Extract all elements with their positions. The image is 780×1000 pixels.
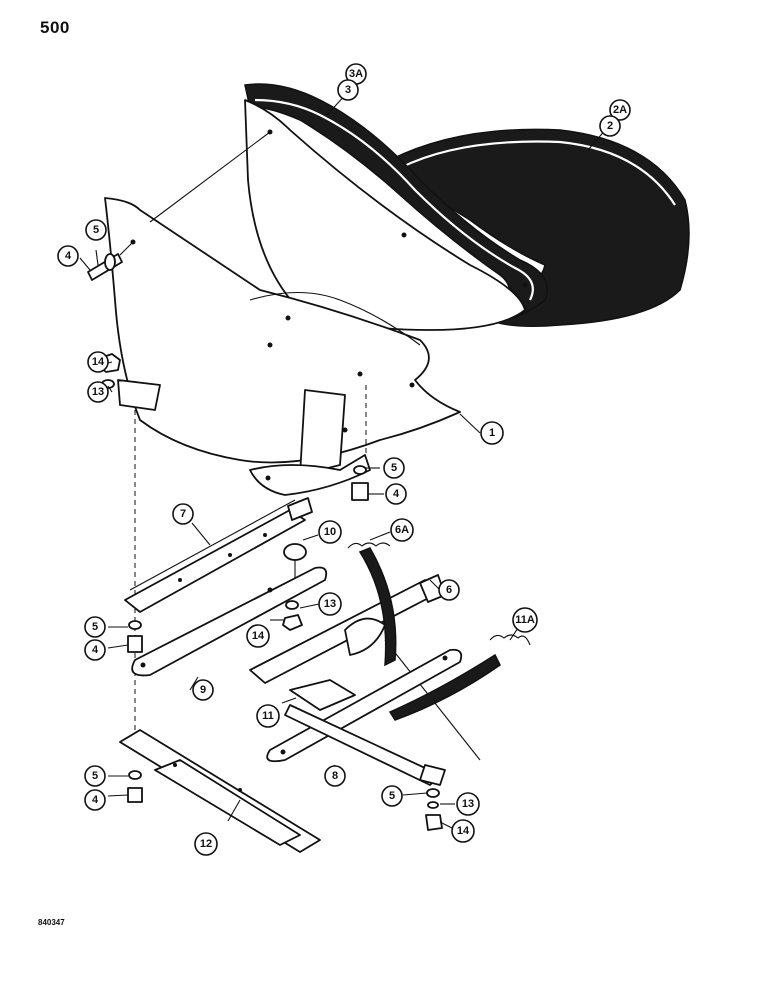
spring-upper	[347, 542, 391, 549]
svg-text:6: 6	[446, 584, 452, 596]
svg-text:10: 10	[324, 526, 336, 538]
callout-6: 6	[438, 579, 460, 601]
callout-7: 7	[172, 503, 194, 525]
svg-text:13: 13	[462, 798, 474, 810]
callout-3: 3	[337, 79, 359, 101]
spring-lower	[388, 634, 531, 721]
svg-text:5: 5	[93, 224, 99, 236]
back-cushion	[244, 83, 548, 319]
svg-text:1: 1	[489, 427, 495, 439]
seat-shell	[104, 99, 528, 496]
callout-4-upper-left: 4	[57, 245, 79, 267]
callout-5-left: 5	[84, 616, 106, 638]
svg-text:6A: 6A	[395, 524, 409, 536]
slide-rail-lower-left	[119, 729, 321, 853]
callout-5-shell: 5	[383, 457, 405, 479]
svg-text:14: 14	[252, 630, 265, 642]
bolt-washer-left	[127, 620, 143, 653]
svg-text:2A: 2A	[613, 104, 627, 116]
callout-14-bottom-right: 14	[451, 819, 475, 843]
slide-rail-upper-left	[124, 497, 313, 613]
callout-1: 1	[480, 421, 504, 445]
callout-12: 12	[194, 832, 218, 856]
page-number: 500	[40, 18, 70, 37]
svg-text:12: 12	[200, 838, 212, 850]
callout-9: 9	[192, 679, 214, 701]
bumper	[283, 543, 307, 580]
svg-text:11A: 11A	[515, 614, 535, 626]
mounting-plate-right	[266, 648, 463, 763]
svg-text:5: 5	[389, 790, 395, 802]
callout-6a: 6A	[390, 518, 414, 542]
callout-2a: 2A	[609, 99, 631, 121]
svg-text:14: 14	[457, 825, 470, 837]
svg-text:13: 13	[92, 386, 104, 398]
svg-text:4: 4	[92, 644, 99, 656]
callout-8: 8	[324, 765, 346, 787]
svg-text:2: 2	[607, 120, 613, 132]
callout-5-bottom-right: 5	[381, 785, 403, 807]
callout-5-upper-left: 5	[85, 219, 107, 241]
svg-text:3A: 3A	[349, 68, 363, 80]
svg-text:4: 4	[393, 488, 400, 500]
callout-13-left: 13	[87, 381, 109, 403]
bolt-washer-shell-right	[351, 465, 369, 501]
svg-text:13: 13	[324, 598, 336, 610]
callouts: 3A 3 2A 2 1 5 4 14 13 5 4 7 10 6A 6 13 1…	[57, 63, 631, 856]
callout-11: 11	[256, 704, 280, 728]
nut-washer-bottom-right	[425, 788, 443, 831]
svg-text:3: 3	[345, 84, 351, 96]
callout-13-bottom-right: 13	[456, 792, 480, 816]
nut-washer-middle	[282, 600, 303, 631]
alignment-lines	[119, 131, 367, 740]
svg-text:9: 9	[200, 684, 206, 696]
svg-text:14: 14	[92, 356, 105, 368]
bolt-washer-upper-left	[87, 253, 123, 281]
svg-text:11: 11	[262, 710, 274, 722]
svg-text:5: 5	[92, 621, 98, 633]
callout-5-bottom-left: 5	[84, 765, 106, 787]
callout-4-shell: 4	[385, 483, 407, 505]
svg-text:7: 7	[180, 508, 186, 520]
bracket	[289, 679, 356, 711]
callout-4-left: 4	[84, 639, 106, 661]
callout-14-left: 14	[87, 351, 109, 373]
callout-4-bottom-left: 4	[84, 789, 106, 811]
callout-10: 10	[318, 520, 342, 544]
svg-text:4: 4	[65, 250, 72, 262]
wire-harness-upper	[358, 547, 397, 667]
svg-text:5: 5	[391, 462, 397, 474]
callout-13-middle: 13	[318, 592, 342, 616]
slide-rail-lower-right	[284, 704, 446, 786]
callout-11a: 11A	[512, 607, 538, 633]
seat-cushion	[388, 128, 690, 327]
svg-text:5: 5	[92, 770, 98, 782]
callout-2: 2	[599, 115, 621, 137]
svg-text:8: 8	[332, 770, 338, 782]
bolt-washer-bottom-left	[127, 770, 143, 803]
callout-14-middle: 14	[246, 624, 270, 648]
mounting-plate-left	[131, 566, 328, 677]
svg-text:4: 4	[92, 794, 99, 806]
callout-3a: 3A	[345, 63, 367, 85]
drawing-code: 840347	[38, 918, 65, 927]
